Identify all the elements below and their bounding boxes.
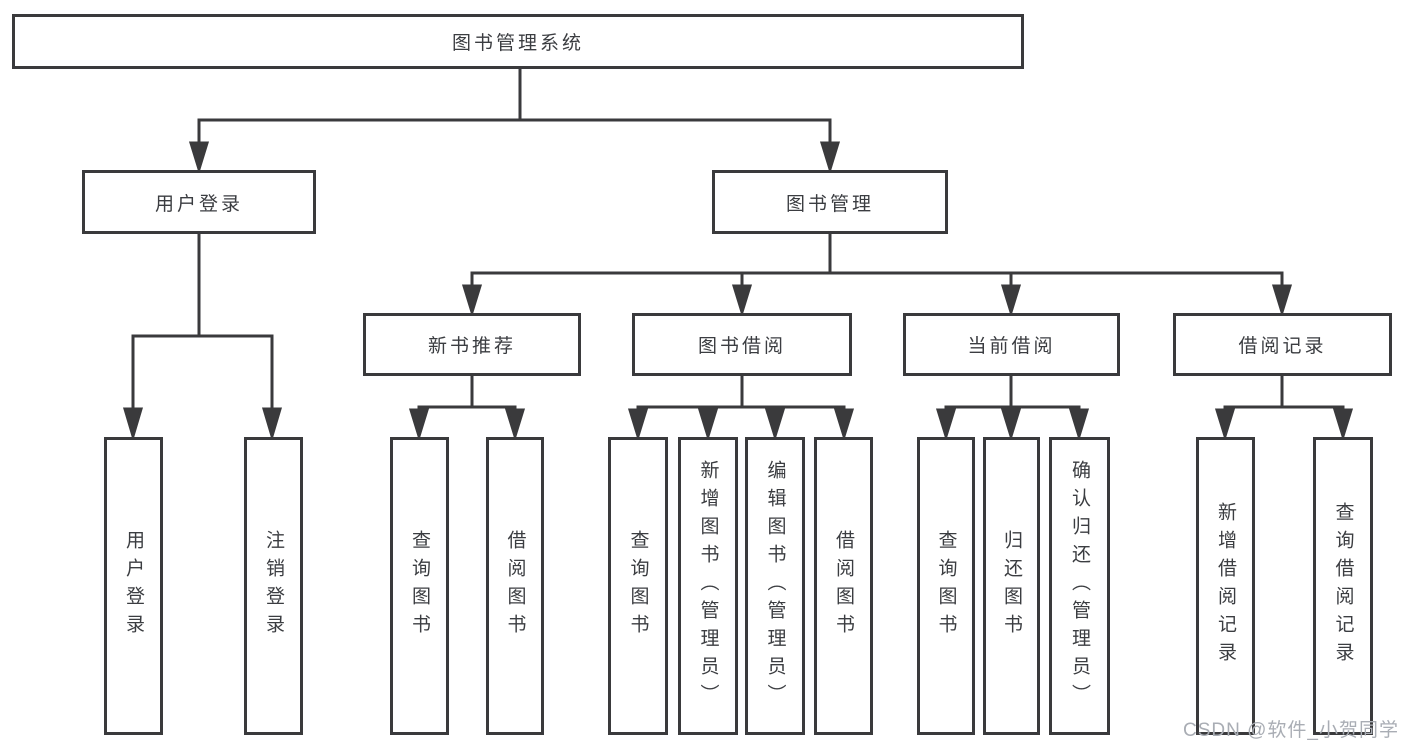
leaf-add-book-admin: 新增图书（管理员） (678, 437, 738, 735)
arrowhead (1000, 408, 1022, 442)
leaf-confirm-return-admin: 确认归还（管理员） (1049, 437, 1110, 735)
arrowhead (461, 284, 483, 318)
arrowhead (697, 408, 719, 442)
connector-group (122, 67, 1354, 442)
arrowhead (935, 408, 957, 442)
node-user-login-label: 用户登录 (154, 193, 243, 215)
leaf-confirm-return-admin-label: 确认归还（管理员） (1069, 460, 1090, 712)
node-current-borrow: 当前借阅 (903, 313, 1120, 376)
leaf-add-borrow-record: 新增借阅记录 (1196, 437, 1255, 735)
node-new-book-recommend-label: 新书推荐 (427, 336, 516, 357)
arrowhead (627, 408, 649, 442)
leaf-query-borrow-record: 查询借阅记录 (1313, 437, 1373, 735)
leaf-query-books-3: 查询图书 (917, 437, 975, 735)
node-user-login: 用户登录 (82, 170, 316, 234)
leaf-return-books: 归还图书 (983, 437, 1040, 735)
arrowhead (833, 408, 855, 442)
leaf-add-book-admin-label: 新增图书（管理员） (697, 460, 719, 712)
arrowhead (122, 407, 144, 442)
leaf-query-books-1: 查询图书 (390, 437, 449, 735)
leaf-borrow-books-1: 借阅图书 (486, 437, 544, 735)
arrowhead (261, 407, 283, 442)
node-root-label: 图书管理系统 (451, 33, 584, 54)
leaf-query-books-2: 查询图书 (608, 437, 668, 735)
node-book-borrow: 图书借阅 (632, 313, 852, 376)
leaf-return-books-label: 归还图书 (1001, 530, 1022, 642)
arrowhead (504, 408, 526, 442)
arrowhead (408, 408, 430, 442)
arrowhead (764, 408, 786, 442)
arrowhead (1068, 408, 1090, 442)
leaf-query-books-1-label: 查询图书 (409, 530, 430, 642)
leaf-user-login-label: 用户登录 (123, 530, 144, 642)
node-book-borrow-label: 图书借阅 (697, 336, 786, 357)
leaf-query-books-2-label: 查询图书 (627, 530, 649, 642)
node-book-management: 图书管理 (712, 170, 948, 234)
node-root: 图书管理系统 (12, 14, 1024, 69)
leaf-edit-book-admin-label: 编辑图书（管理员） (764, 460, 786, 712)
arrowhead (1332, 408, 1354, 442)
arrowhead (731, 284, 753, 318)
leaf-borrow-books-2: 借阅图书 (814, 437, 873, 735)
arrowhead (1000, 284, 1022, 318)
leaf-logout: 注销登录 (244, 437, 303, 735)
arrowhead (1271, 284, 1293, 318)
arrowhead (188, 141, 210, 175)
leaf-query-borrow-record-label: 查询借阅记录 (1332, 502, 1354, 670)
node-current-borrow-label: 当前借阅 (967, 336, 1056, 357)
leaf-query-books-3-label: 查询图书 (935, 530, 957, 642)
arrowhead (1214, 408, 1236, 442)
csdn-watermark: CSDN @软件_小贺同学 (1183, 720, 1399, 741)
node-borrow-records: 借阅记录 (1173, 313, 1392, 376)
leaf-user-login: 用户登录 (104, 437, 163, 735)
node-book-management-label: 图书管理 (785, 193, 874, 215)
leaf-borrow-books-1-label: 借阅图书 (504, 530, 526, 642)
leaf-borrow-books-2-label: 借阅图书 (833, 530, 854, 642)
node-borrow-records-label: 借阅记录 (1238, 336, 1327, 357)
leaf-edit-book-admin: 编辑图书（管理员） (745, 437, 805, 735)
leaf-add-borrow-record-label: 新增借阅记录 (1215, 502, 1236, 670)
node-new-book-recommend: 新书推荐 (363, 313, 581, 376)
leaf-logout-label: 注销登录 (263, 530, 284, 642)
arrowhead (819, 141, 841, 175)
